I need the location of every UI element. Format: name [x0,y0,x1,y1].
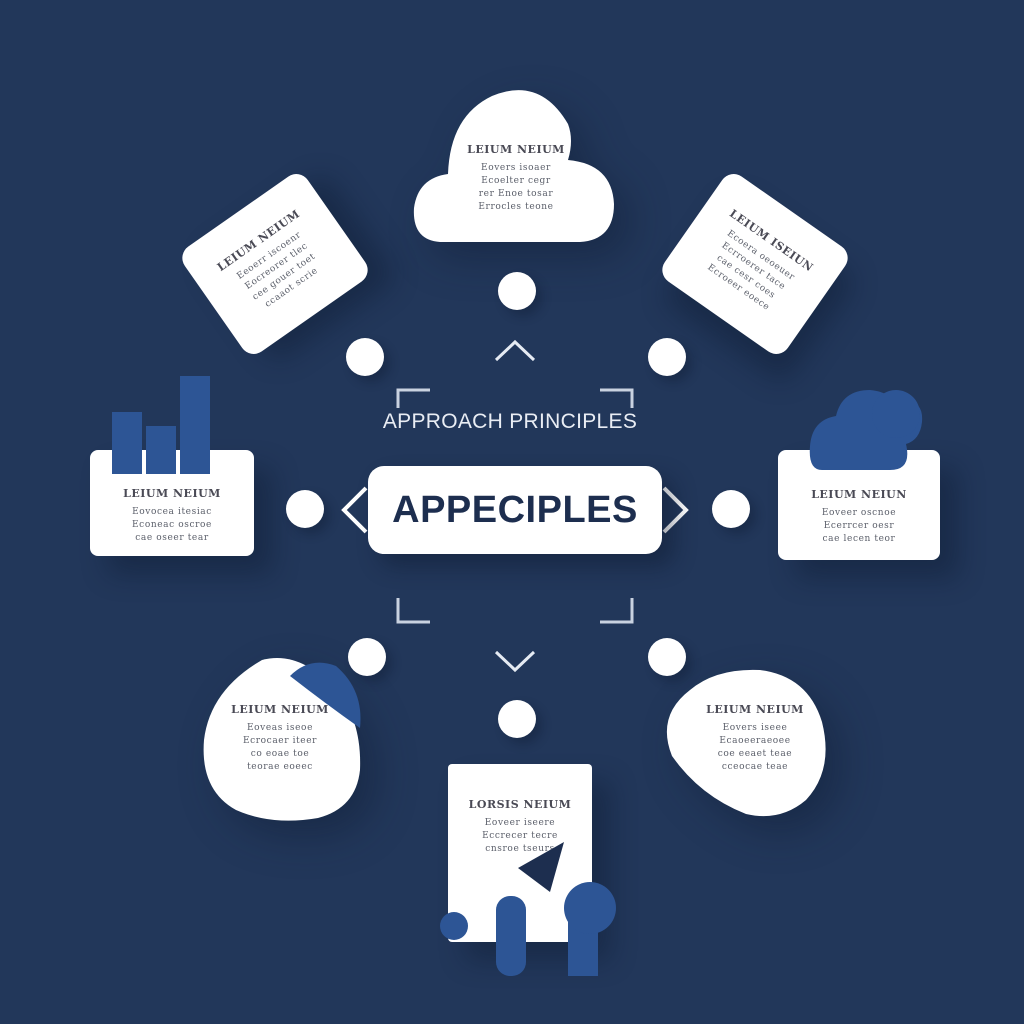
bracket-top-right [600,388,634,408]
chevron-down-icon [494,650,536,673]
card-bottom-line: cnsroe tseurs [485,844,555,854]
chart-dot [564,882,616,934]
connector-dot-left [286,490,324,528]
card-lower-left-title: LEIUM NEIUM [231,702,329,716]
card-top-title: LEIUM NEIUM [467,142,565,156]
card-lower-right: LEIUM NEIUM Eovers iseee Ecaoeeraeoee co… [690,692,820,784]
card-left-line: cae oseer tear [135,533,209,543]
connector-dot-upper-left [346,338,384,376]
connector-dot-right [712,490,750,528]
card-lower-right-line: Eovers iseee [722,722,788,733]
card-top: LEIUM NEIUM Eovers isoaer Ecoelter cegr … [448,128,584,228]
card-top-line: rer Enoe tosar [478,188,554,199]
chart-dot [440,912,468,940]
card-bottom-line: Eoveer iseere [484,818,556,828]
connector-dot-lower-right [648,638,686,676]
bar-chart-icon-bar [112,412,142,474]
connector-dot-upper-right [648,338,686,376]
card-lower-left-line: Ecrocaer iteer [242,735,318,746]
card-lower-right-title: LEIUM NEIUM [706,702,804,716]
card-lower-left-line: Eoveas iseoe [246,722,313,733]
bar-chart-icon-bar [180,376,210,474]
card-lower-right-line: cceocae teae [721,761,789,772]
chevron-left-icon [341,486,368,534]
chevron-right-icon [662,486,689,534]
card-left-line: Eovocea itesiac [132,507,212,517]
cursor-arrow-icon [518,842,564,892]
card-top-line: Errocles teone [478,201,554,212]
bracket-bottom-right [600,598,634,624]
card-right-line: Eoveer oscnoe [821,508,897,518]
card-right-line: Ecerrcer oesr [823,521,895,531]
card-bottom-title: LORSIS NEIUM [468,798,572,811]
center-title: APPECIPLES [392,488,638,531]
center-heading: APPROACH PRINCIPLES [382,410,638,433]
bar-chart-icon-bar [146,426,176,474]
chart-bar [496,896,526,976]
connector-dot-top [498,272,536,310]
card-lower-left: LEIUM NEIUM Eoveas iseoe Ecrocaer iteer … [216,692,344,784]
card-lower-right-line: coe eeaet teae [717,748,793,759]
card-right-line: cae lecen teor [822,534,896,544]
card-lower-left-line: teorae eoeec [247,761,313,772]
chevron-up-icon [494,339,536,362]
card-lower-left-line: co eoae toe [250,748,310,759]
card-bottom: LORSIS NEIUM Eoveer iseere Eccrecer tecr… [448,764,592,942]
card-left-line: Econeac oscroe [132,520,212,530]
card-left-title: LEIUM NEIUM [123,487,221,500]
bracket-bottom-left [396,598,430,624]
center-pill: APPECIPLES [368,466,662,554]
card-right-title: LEIUM NEIUN [811,488,907,501]
bracket-top-left [396,388,430,408]
card-top-line: Eovers isoaer [481,162,551,173]
connector-dot-lower-left [348,638,386,676]
card-top-line: Ecoelter cegr [481,175,551,186]
card-bottom-line: Eccrecer tecre [482,831,558,841]
card-lower-right-line: Ecaoeeraeoee [719,735,791,746]
connector-dot-bottom [498,700,536,738]
